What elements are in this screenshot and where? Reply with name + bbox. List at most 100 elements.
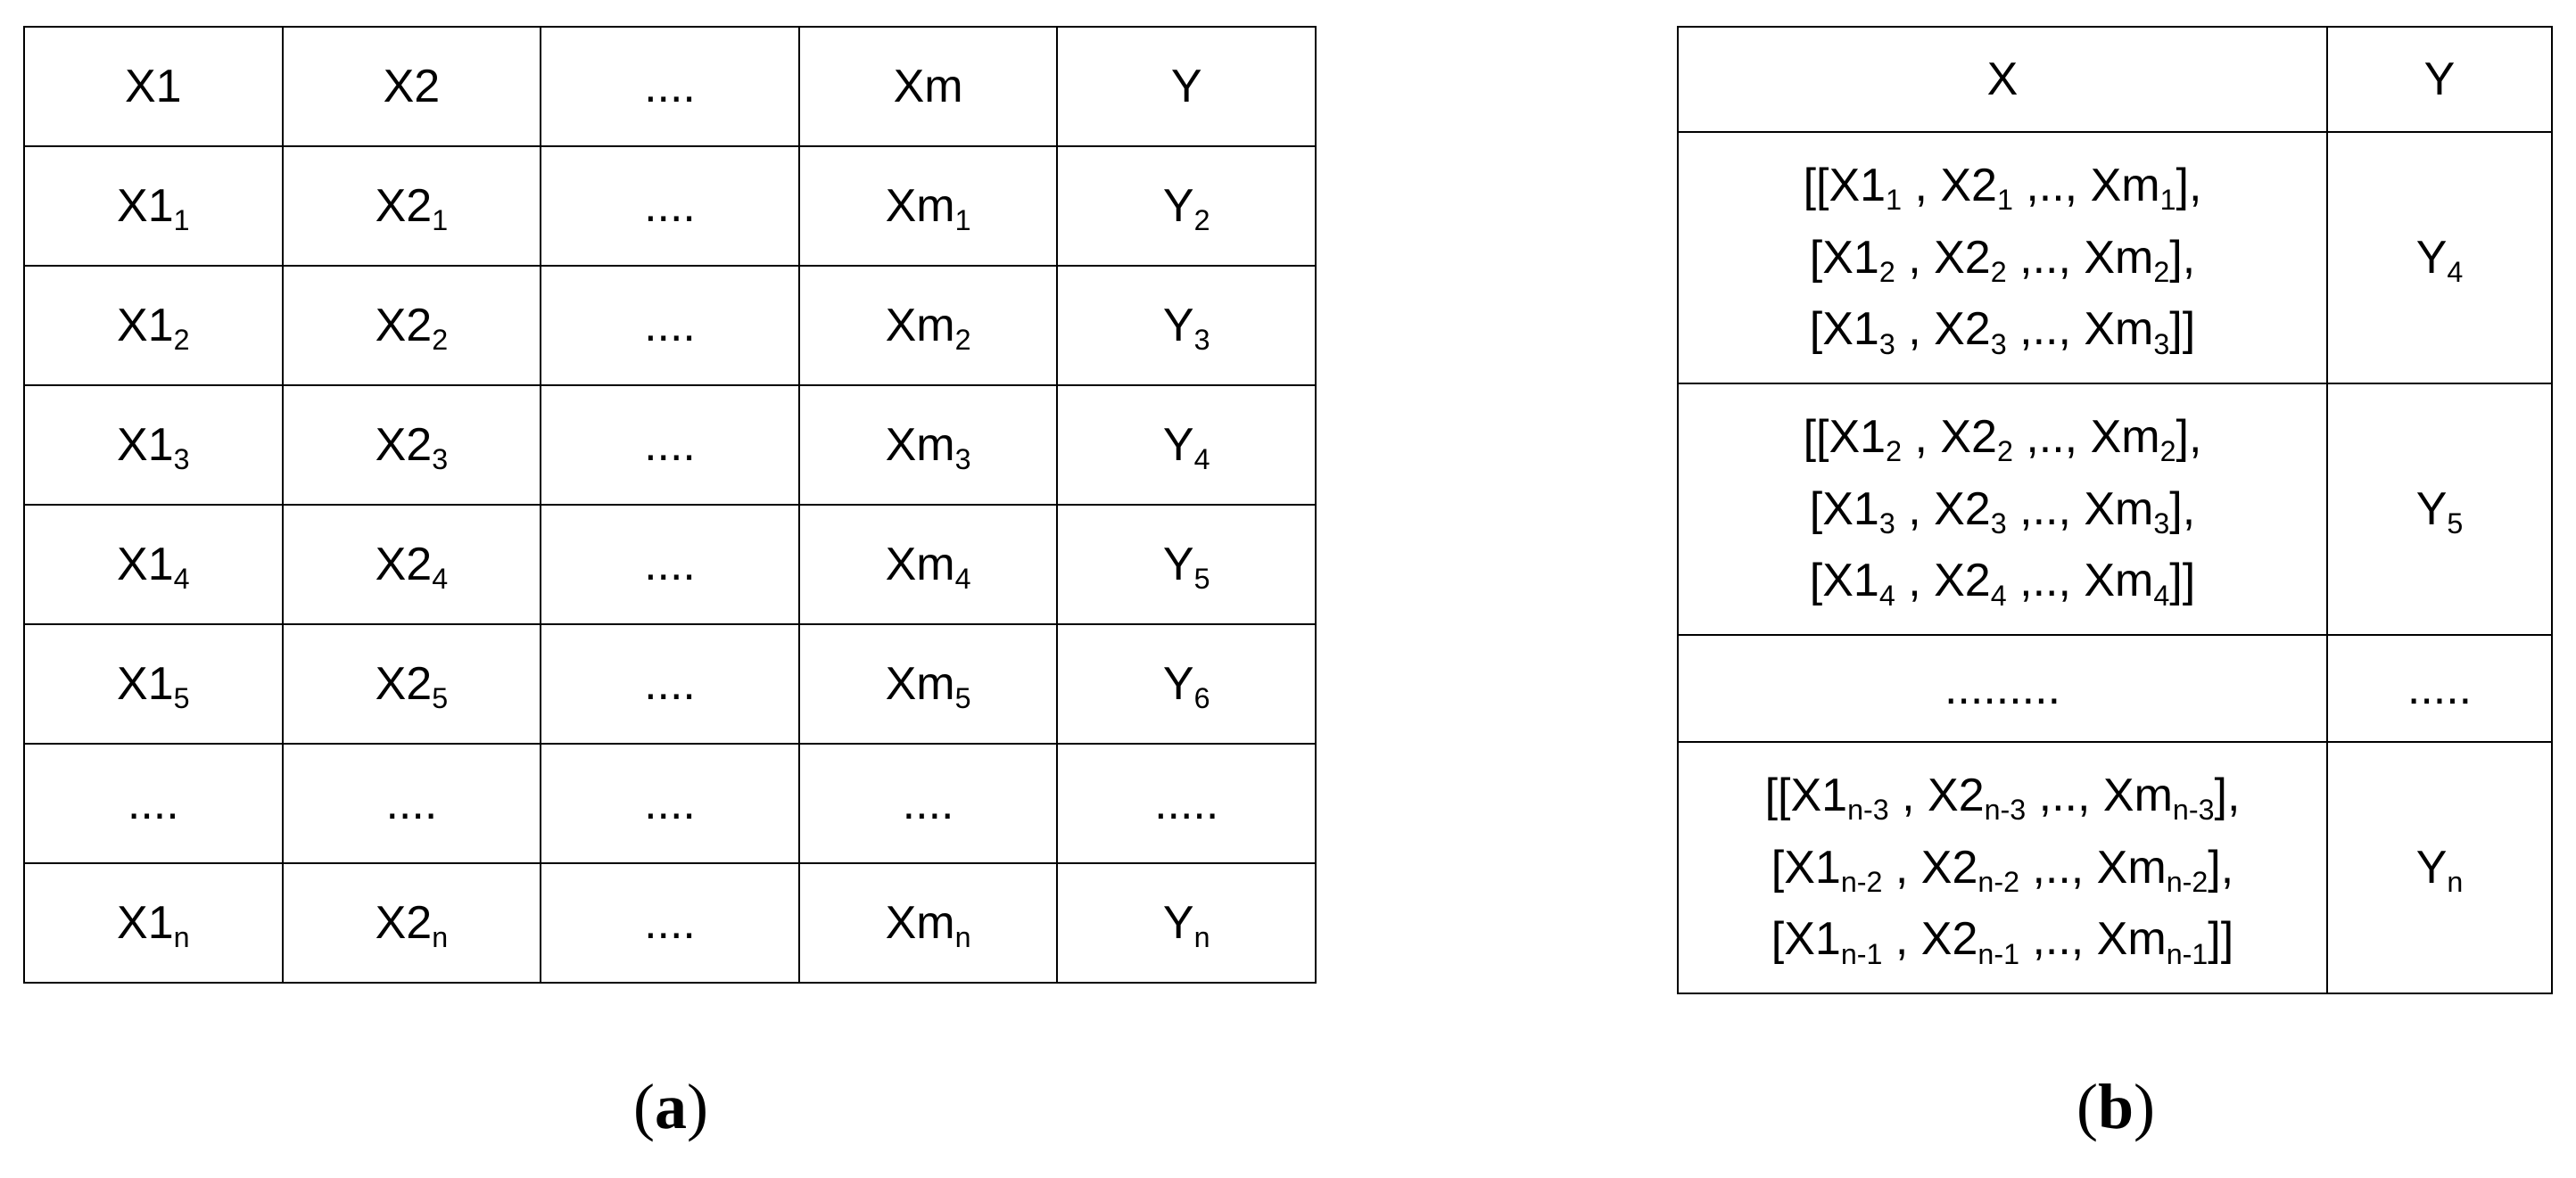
table-a-cell: X15 [23, 623, 284, 745]
table-b-row: [[X11 , X21 ,.., Xm1],[X12 , X22 ,.., Xm… [1677, 131, 2553, 384]
cell-text: ,.., Xm [2026, 770, 2173, 822]
subscript: n-2 [1977, 866, 2019, 899]
table-b: X Y [[X11 , X21 ,.., Xm1],[X12 , X22 ,..… [1677, 26, 2553, 994]
table-a-cell: Xm1 [797, 145, 1059, 267]
cell-text: X2 [375, 657, 433, 710]
subscript: 4 [1990, 579, 2007, 612]
cell-text: .... [902, 777, 954, 829]
caption-b-letter: b [2097, 1071, 2134, 1142]
table-b-y-cell: Y4 [2326, 131, 2553, 384]
table-a-cell: .... [540, 862, 800, 984]
cell-text: ], [2169, 231, 2196, 284]
table-a-header-cell: Y [1056, 26, 1317, 147]
table-b-row: .............. [1677, 634, 2553, 743]
cell-text: Xm [885, 299, 955, 351]
table-b-row: [[X1n-3 , X2n-3 ,.., Xmn-3],[X1n-2 , X2n… [1677, 741, 2553, 994]
table-a-cell: Yn [1056, 862, 1317, 984]
cell-text: [X1 [1809, 482, 1879, 535]
cell-text: .... [127, 777, 179, 829]
table-a-cell: Xm4 [797, 504, 1059, 625]
caption-a: (a) [633, 1071, 708, 1142]
table-b-header-row: X Y [1677, 26, 2553, 133]
subscript: 3 [2153, 507, 2170, 540]
subscript: 3 [1878, 327, 1895, 360]
cell-text: [X1 [1771, 913, 1841, 966]
cell-text: Y [2415, 841, 2448, 894]
cell-text: .... [644, 657, 696, 710]
table-a-cell: Y2 [1056, 145, 1317, 267]
cell-text: , X2 [1882, 913, 1978, 966]
subscript: 5 [954, 682, 971, 715]
subscript: n [2447, 866, 2464, 899]
table-b-x-line: [[X11 , X21 ,.., Xm1], [1679, 150, 2326, 222]
cell-text: X2 [375, 299, 433, 351]
cell-text: ], [2176, 160, 2202, 212]
cell-text: X2 [375, 418, 433, 471]
subscript: n-2 [1840, 866, 1883, 899]
subscript: 4 [432, 563, 449, 596]
table-a-cell: X21 [281, 145, 542, 267]
cell-text: [[X1 [1803, 160, 1887, 212]
cell-text: [X1 [1809, 303, 1879, 356]
table-b-y-cell: Y5 [2326, 383, 2553, 636]
table-a-cell: Xm2 [797, 265, 1059, 386]
cell-text: ,.., Xm [2006, 555, 2154, 607]
table-b-x-cell: [[X12 , X22 ,.., Xm2],[X13 , X23 ,.., Xm… [1677, 383, 2328, 636]
subscript: 3 [1878, 507, 1895, 540]
cell-text: Y [1162, 657, 1194, 710]
cell-text: Y [2415, 231, 2448, 284]
subscript: 3 [2153, 327, 2170, 360]
subscript: n-2 [2166, 866, 2209, 899]
subscript: 2 [1990, 256, 2007, 289]
cell-text: ,.., Xm [2012, 411, 2160, 464]
cell-text: ..... [1154, 777, 1219, 829]
subscript: 2 [1878, 256, 1895, 289]
subscript: 2 [1193, 204, 1210, 237]
cell-text: Y [1162, 418, 1194, 471]
cell-text: Xm [885, 418, 955, 471]
table-a-row: ..................... [23, 743, 1317, 864]
cell-text: , X2 [1902, 160, 1997, 212]
cell-text: .... [644, 777, 696, 829]
subscript: n-3 [1847, 794, 1889, 827]
table-a-cell: X23 [281, 384, 542, 506]
table-a-cell: X24 [281, 504, 542, 625]
cell-text: ,.., Xm [2006, 231, 2154, 284]
subscript: 6 [1193, 682, 1210, 715]
subscript: n-1 [2166, 937, 2209, 970]
cell-text: .... [644, 896, 696, 949]
cell-text: X1 [117, 418, 174, 471]
table-b-x-line: [[X12 , X22 ,.., Xm2], [1679, 401, 2326, 474]
subscript: n [954, 921, 971, 954]
caption-b: (b) [2076, 1071, 2156, 1142]
cell-text: Y [1162, 538, 1194, 590]
cell-text: [[X1 [1764, 770, 1848, 822]
subscript: n [173, 921, 190, 954]
subscript: 2 [432, 324, 449, 357]
cell-text: , X2 [1882, 841, 1978, 894]
subscript: 1 [1996, 184, 2013, 217]
cell-text: ..... [2407, 662, 2473, 714]
table-a-header-cell: Xm [797, 26, 1059, 147]
cell-text: .... [385, 777, 438, 829]
cell-text: X1 [117, 538, 174, 590]
table-a-cell: .... [797, 743, 1059, 864]
table-a-cell: Y3 [1056, 265, 1317, 386]
cell-text: [[X1 [1803, 411, 1887, 464]
caption-a-letter: a [655, 1071, 687, 1142]
table-b-x-cell: [[X1n-3 , X2n-3 ,.., Xmn-3],[X1n-2 , X2n… [1677, 741, 2328, 994]
table-a-cell: ..... [1056, 743, 1317, 864]
subscript: 3 [173, 443, 190, 476]
subscript: 4 [2153, 579, 2170, 612]
table-a-cell: Y4 [1056, 384, 1317, 506]
table-a-header-cell: X1 [23, 26, 284, 147]
table-a-cell: X1n [23, 862, 284, 984]
cell-text: Xm [885, 896, 955, 949]
subscript: 4 [1193, 443, 1210, 476]
